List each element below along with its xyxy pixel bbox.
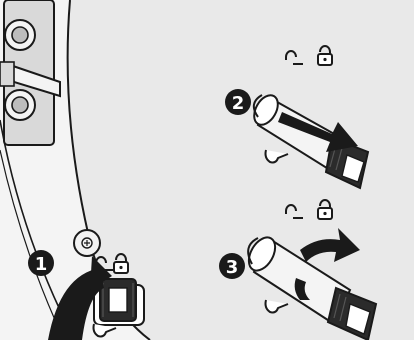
- step-2-unlock-icon: [286, 51, 303, 64]
- step-2-lock-icon: [318, 46, 332, 65]
- step-1-badge: 1: [28, 250, 54, 276]
- round-button: [74, 230, 100, 256]
- step-2-pointer-icon: [266, 150, 289, 163]
- step-1-lock-icon: [114, 254, 128, 273]
- step-2-number: 2: [232, 93, 245, 114]
- step-2-badge: 2: [225, 89, 251, 115]
- step-3-badge: 3: [219, 253, 245, 279]
- step-3-unlock-icon: [286, 205, 303, 218]
- step-1-number: 1: [35, 254, 48, 275]
- door-hinge-assembly: [0, 0, 60, 145]
- step-3-number: 3: [226, 257, 239, 278]
- step-3-lock-icon: [318, 200, 332, 219]
- step-3-pointer-icon: [266, 300, 289, 313]
